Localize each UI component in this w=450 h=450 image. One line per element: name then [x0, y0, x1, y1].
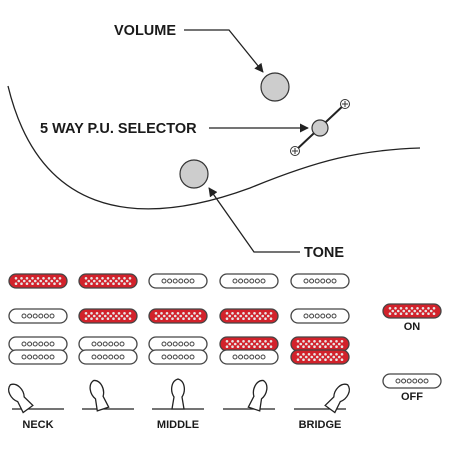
switch-position-column: [78, 273, 138, 412]
legend-on-pickup: [382, 303, 442, 319]
tone-leader-line: [208, 187, 300, 253]
bridge-pickup-coil-1: [148, 336, 208, 352]
position-label: NECK: [22, 419, 53, 431]
pickup-combination-grid: NECK MIDDLE BRIDGE: [8, 273, 350, 431]
middle-pickup: [8, 308, 68, 324]
neck-pickup: [8, 273, 68, 289]
legend-off-label: OFF: [401, 391, 423, 403]
guitar-body-outline: [7, 85, 421, 210]
bridge-pickup-coil-1: [78, 336, 138, 352]
bridge-pickup-coil-2: [148, 349, 208, 365]
neck-pickup: [78, 273, 138, 289]
neck-pickup: [148, 273, 208, 289]
selector-lever-icon: [223, 379, 275, 412]
volume-leader-line: [184, 29, 264, 73]
bridge-pickup-coil-1: [290, 336, 350, 352]
neck-pickup: [290, 273, 350, 289]
position-label: MIDDLE: [157, 419, 199, 431]
switch-position-column: NECK: [8, 273, 68, 431]
selector-lever-icon: [294, 383, 350, 414]
selector-label: 5 WAY P.U. SELECTOR: [40, 121, 197, 137]
selector-lever-icon: [8, 383, 64, 414]
legend-on-label: ON: [404, 321, 421, 333]
bridge-pickup-coil-1: [8, 336, 68, 352]
bridge-pickup-coil-1: [219, 336, 279, 352]
pickup-on-swatch: [382, 303, 442, 319]
middle-pickup: [148, 308, 208, 324]
neck-pickup: [219, 273, 279, 289]
legend-off-pickup: [382, 373, 442, 389]
middle-pickup: [219, 308, 279, 324]
switch-position-column: BRIDGE: [290, 273, 350, 431]
legend: ON OFF: [382, 303, 442, 403]
bridge-pickup-coil-2: [290, 349, 350, 365]
tone-label: TONE: [304, 245, 344, 261]
position-label: BRIDGE: [299, 419, 342, 431]
bridge-pickup-coil-2: [8, 349, 68, 365]
bridge-pickup-coil-2: [219, 349, 279, 365]
switch-position-column: [219, 273, 279, 412]
selector-lever-icon: [152, 378, 204, 410]
tone-knob[interactable]: [179, 159, 209, 189]
pickup-off-swatch: [382, 373, 442, 389]
volume-knob[interactable]: [260, 72, 290, 102]
middle-pickup: [290, 308, 350, 324]
bridge-pickup-coil-2: [78, 349, 138, 365]
switch-position-column: MIDDLE: [148, 273, 208, 431]
pickup-selector-switch[interactable]: [290, 99, 350, 156]
middle-pickup: [78, 308, 138, 324]
selector-lever-icon: [82, 379, 134, 412]
volume-label: VOLUME: [114, 23, 176, 39]
